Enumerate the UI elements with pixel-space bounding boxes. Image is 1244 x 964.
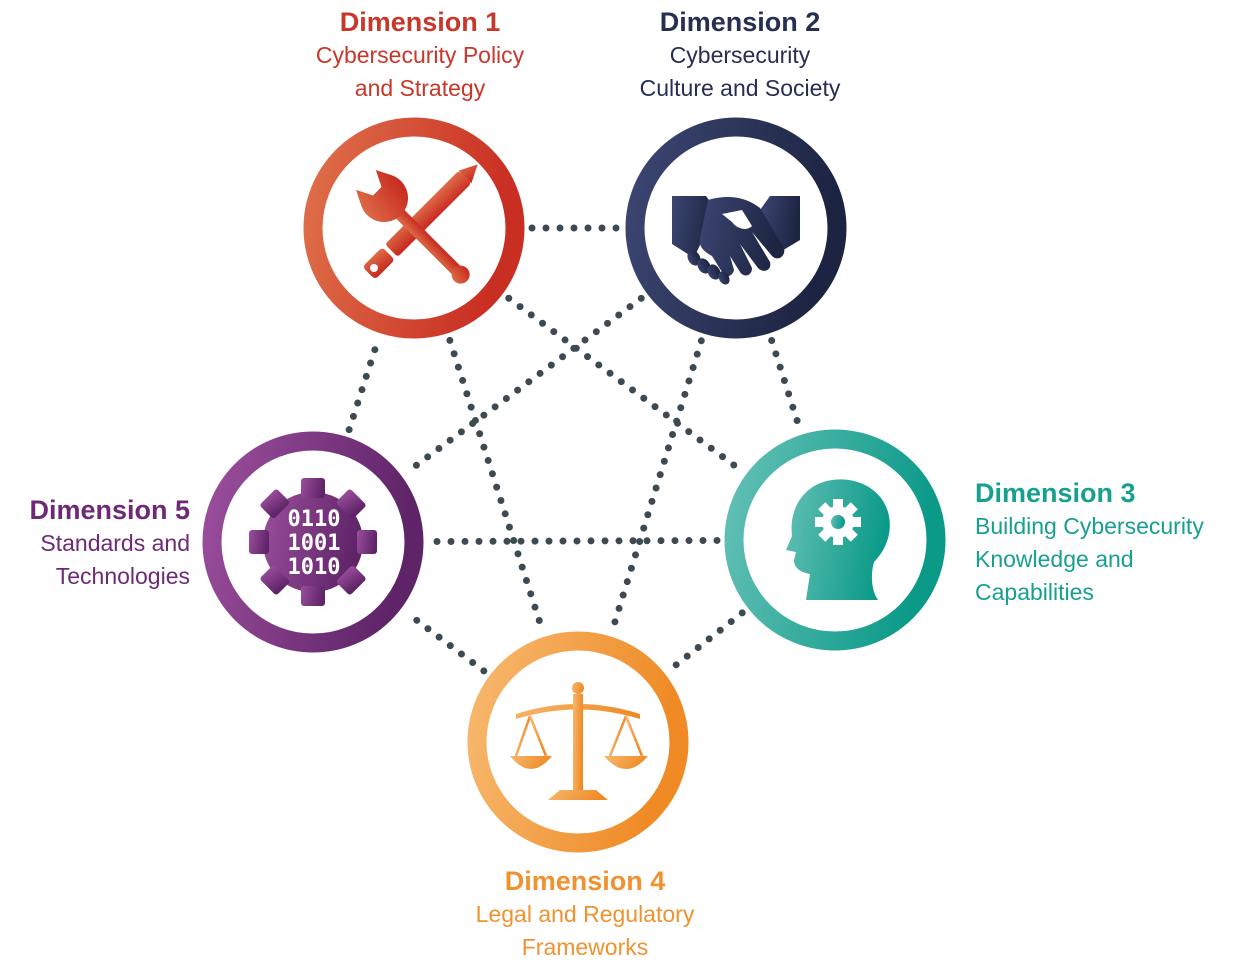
- dimension-2-label: Dimension 2 Cybersecurity Culture and So…: [590, 5, 890, 105]
- dotted-connectors: [345, 224, 803, 675]
- binary-gear-icon: 0110 1001 1010: [249, 478, 377, 606]
- wrench-and-pen-icon: [356, 164, 478, 284]
- dimension-3-label: Dimension 3 Building Cybersecurity Knowl…: [975, 476, 1240, 609]
- binary-row-2: 1001: [288, 531, 341, 556]
- dimension-2-desc-line-1: Cybersecurity: [669, 42, 811, 68]
- dimension-4-label: Dimension 4 Legal and Regulatory Framewo…: [435, 864, 735, 964]
- dimension-1-desc-line-1: Cybersecurity Policy: [315, 42, 525, 68]
- dimension-5-label: Dimension 5 Standards and Technologies: [0, 493, 190, 593]
- connector-line: [768, 336, 803, 432]
- head-with-gear-icon: [786, 479, 890, 600]
- dimension-4-title: Dimension 4: [504, 866, 666, 896]
- dimension-2-title: Dimension 2: [659, 7, 821, 37]
- dimension-3-title: Dimension 3: [975, 478, 1136, 508]
- dimension-1-title: Dimension 1: [339, 7, 501, 37]
- dimension-3-desc-line-2: Knowledge and: [975, 546, 1134, 572]
- dimension-1-label: Dimension 1 Cybersecurity Policy and Str…: [270, 5, 570, 105]
- dimension-5-desc-line-1: Standards and: [40, 530, 190, 556]
- connector-line: [505, 294, 744, 474]
- connector-line: [403, 609, 488, 675]
- connector-line: [609, 337, 705, 633]
- connector-line: [446, 336, 546, 634]
- dimension-1-desc-line-2: and Strategy: [354, 75, 486, 101]
- handshake-icon: [672, 196, 800, 285]
- scales-of-justice-icon: [510, 682, 648, 800]
- binary-row-1: 0110: [288, 507, 341, 532]
- dimension-5-node: 0110 1001 1010: [202, 431, 424, 653]
- dimension-3-desc-line-3: Capabilities: [975, 579, 1094, 605]
- dimension-2-desc-line-2: Culture and Society: [639, 75, 841, 101]
- dimension-4-desc-line-2: Frameworks: [521, 934, 649, 960]
- dimension-4-node: [467, 631, 689, 853]
- dimension-3-desc-line-1: Building Cybersecurity: [975, 513, 1204, 539]
- connector-line: [667, 609, 746, 673]
- dimension-1-node: [303, 117, 525, 339]
- dimension-5-desc-line-2: Technologies: [55, 563, 190, 589]
- dimension-3-node: [724, 429, 946, 651]
- dimension-5-title: Dimension 5: [29, 495, 190, 525]
- dimension-4-desc-line-1: Legal and Regulatory: [475, 901, 695, 927]
- connector-line: [345, 336, 382, 434]
- connector-line: [427, 536, 721, 546]
- binary-row-3: 1010: [288, 555, 341, 580]
- dimension-2-node: [625, 117, 847, 339]
